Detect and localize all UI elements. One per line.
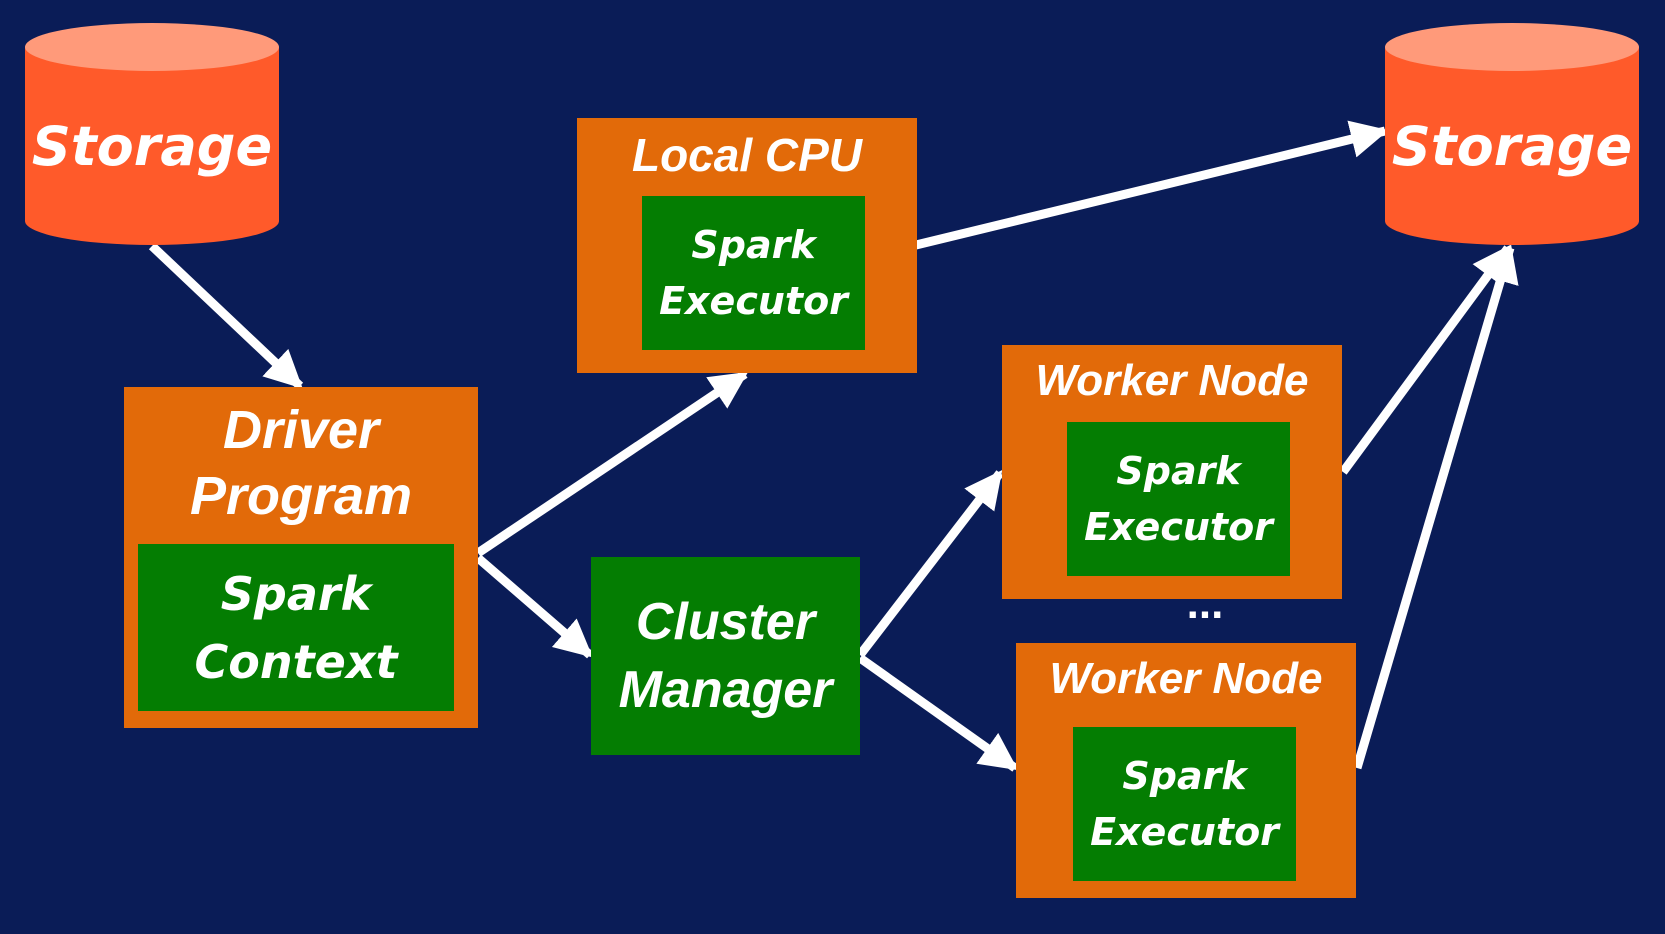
driver-program-box: Driver Program Spark Context (124, 387, 478, 728)
storage-left-label: Storage (31, 115, 273, 178)
worker-node-1-executor-line2: Executor (1084, 505, 1273, 549)
arrow-worker2-to-storage (1352, 244, 1519, 770)
database-icon (25, 23, 279, 245)
spark-context-line2: Context (194, 634, 398, 689)
arrow-storage-to-driver (148, 242, 304, 390)
cluster-manager-line2: Manager (618, 661, 833, 719)
worker-node-1-box: Worker Node Spark Executor (1002, 345, 1342, 599)
ellipsis: ... (1186, 579, 1224, 628)
worker-node-2-executor-line2: Executor (1090, 810, 1279, 854)
worker-node-2-executor: Spark Executor (1073, 727, 1296, 881)
arrow-localcpu-to-storage (914, 120, 1389, 250)
arrow-driver-to-localcpu (475, 370, 749, 557)
worker-node-2-box: Worker Node Spark Executor (1016, 643, 1356, 898)
worker-node-1-executor: Spark Executor (1067, 422, 1290, 576)
storage-cylinder-left: Storage (22, 17, 282, 249)
arrow-worker1-to-storage (1339, 244, 1512, 475)
spark-context-line1: Spark (220, 566, 372, 621)
local-cpu-executor-line1: Spark (691, 223, 816, 267)
cluster-manager-line1: Cluster (635, 593, 816, 651)
local-cpu-box: Local CPU Spark Executor (577, 118, 917, 373)
arrow-cluster-to-worker2 (857, 654, 1019, 772)
local-cpu-executor-line2: Executor (659, 279, 848, 323)
storage-right-label: Storage (1391, 115, 1633, 178)
local-cpu-executor: Spark Executor (642, 196, 865, 350)
worker-node-2-title: Worker Node (1049, 654, 1323, 703)
arrow-driver-to-cluster (475, 554, 593, 659)
arrow-cluster-to-worker1 (856, 470, 1004, 658)
cluster-manager-box: Cluster Manager (591, 557, 860, 755)
worker-node-1-title: Worker Node (1035, 356, 1309, 405)
spark-context-box: Spark Context (138, 544, 454, 711)
local-cpu-title: Local CPU (631, 129, 863, 181)
worker-node-1-executor-line1: Spark (1116, 449, 1241, 493)
worker-node-2-executor-line1: Spark (1122, 754, 1247, 798)
database-icon (1385, 23, 1639, 245)
driver-title-line1: Driver (222, 400, 380, 460)
driver-title-line2: Program (189, 466, 413, 526)
storage-cylinder-right: Storage (1382, 17, 1642, 249)
